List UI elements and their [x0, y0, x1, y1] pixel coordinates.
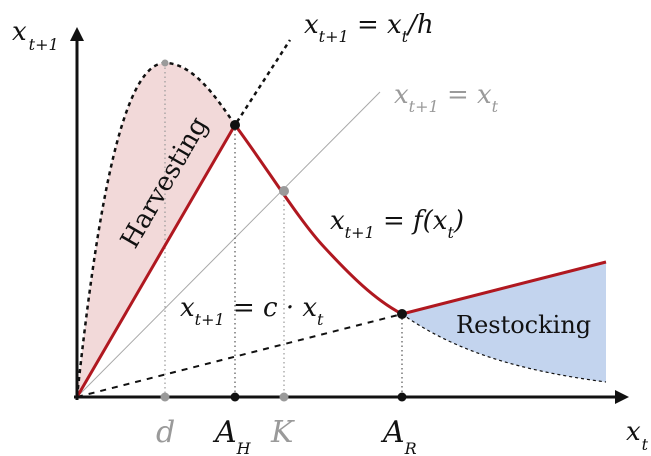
- tick-label-d: d: [156, 415, 175, 450]
- eq-c-xt: xt+1 = c · xt: [180, 293, 324, 329]
- peak-point: [161, 59, 169, 67]
- tick-dot-ar: [397, 392, 407, 402]
- c-times-xt-dashed-line: [76, 313, 403, 398]
- tick-dot-ah: [230, 392, 240, 402]
- ah-point: [230, 120, 240, 130]
- tick-dot-k: [279, 392, 289, 402]
- eq-xt-over-h: xt+1 = xt/h: [304, 10, 434, 46]
- x-axis-label: xt: [626, 417, 649, 454]
- eq-identity: xt+1 = xt: [394, 80, 499, 116]
- tick-dot-d: [160, 392, 170, 402]
- restocking-region: [402, 262, 606, 382]
- harvesting-region: [77, 63, 235, 397]
- restocking-label: Restocking: [456, 311, 591, 339]
- identity-line: [76, 91, 381, 398]
- tick-label-ar: AR: [380, 415, 417, 456]
- ar-point: [397, 309, 407, 319]
- effective-map-red-curve: [75, 122, 607, 398]
- f-tail-dashed-curve: [401, 313, 607, 383]
- xt-over-h-dashed-curve: [75, 39, 292, 398]
- tick-label-k: K: [270, 415, 295, 450]
- tick-label-ah: AH: [212, 415, 252, 456]
- k-point: [279, 186, 289, 196]
- vertical-guides: [164, 63, 403, 397]
- eq-f-xt: xt+1 = f(xt): [330, 206, 464, 242]
